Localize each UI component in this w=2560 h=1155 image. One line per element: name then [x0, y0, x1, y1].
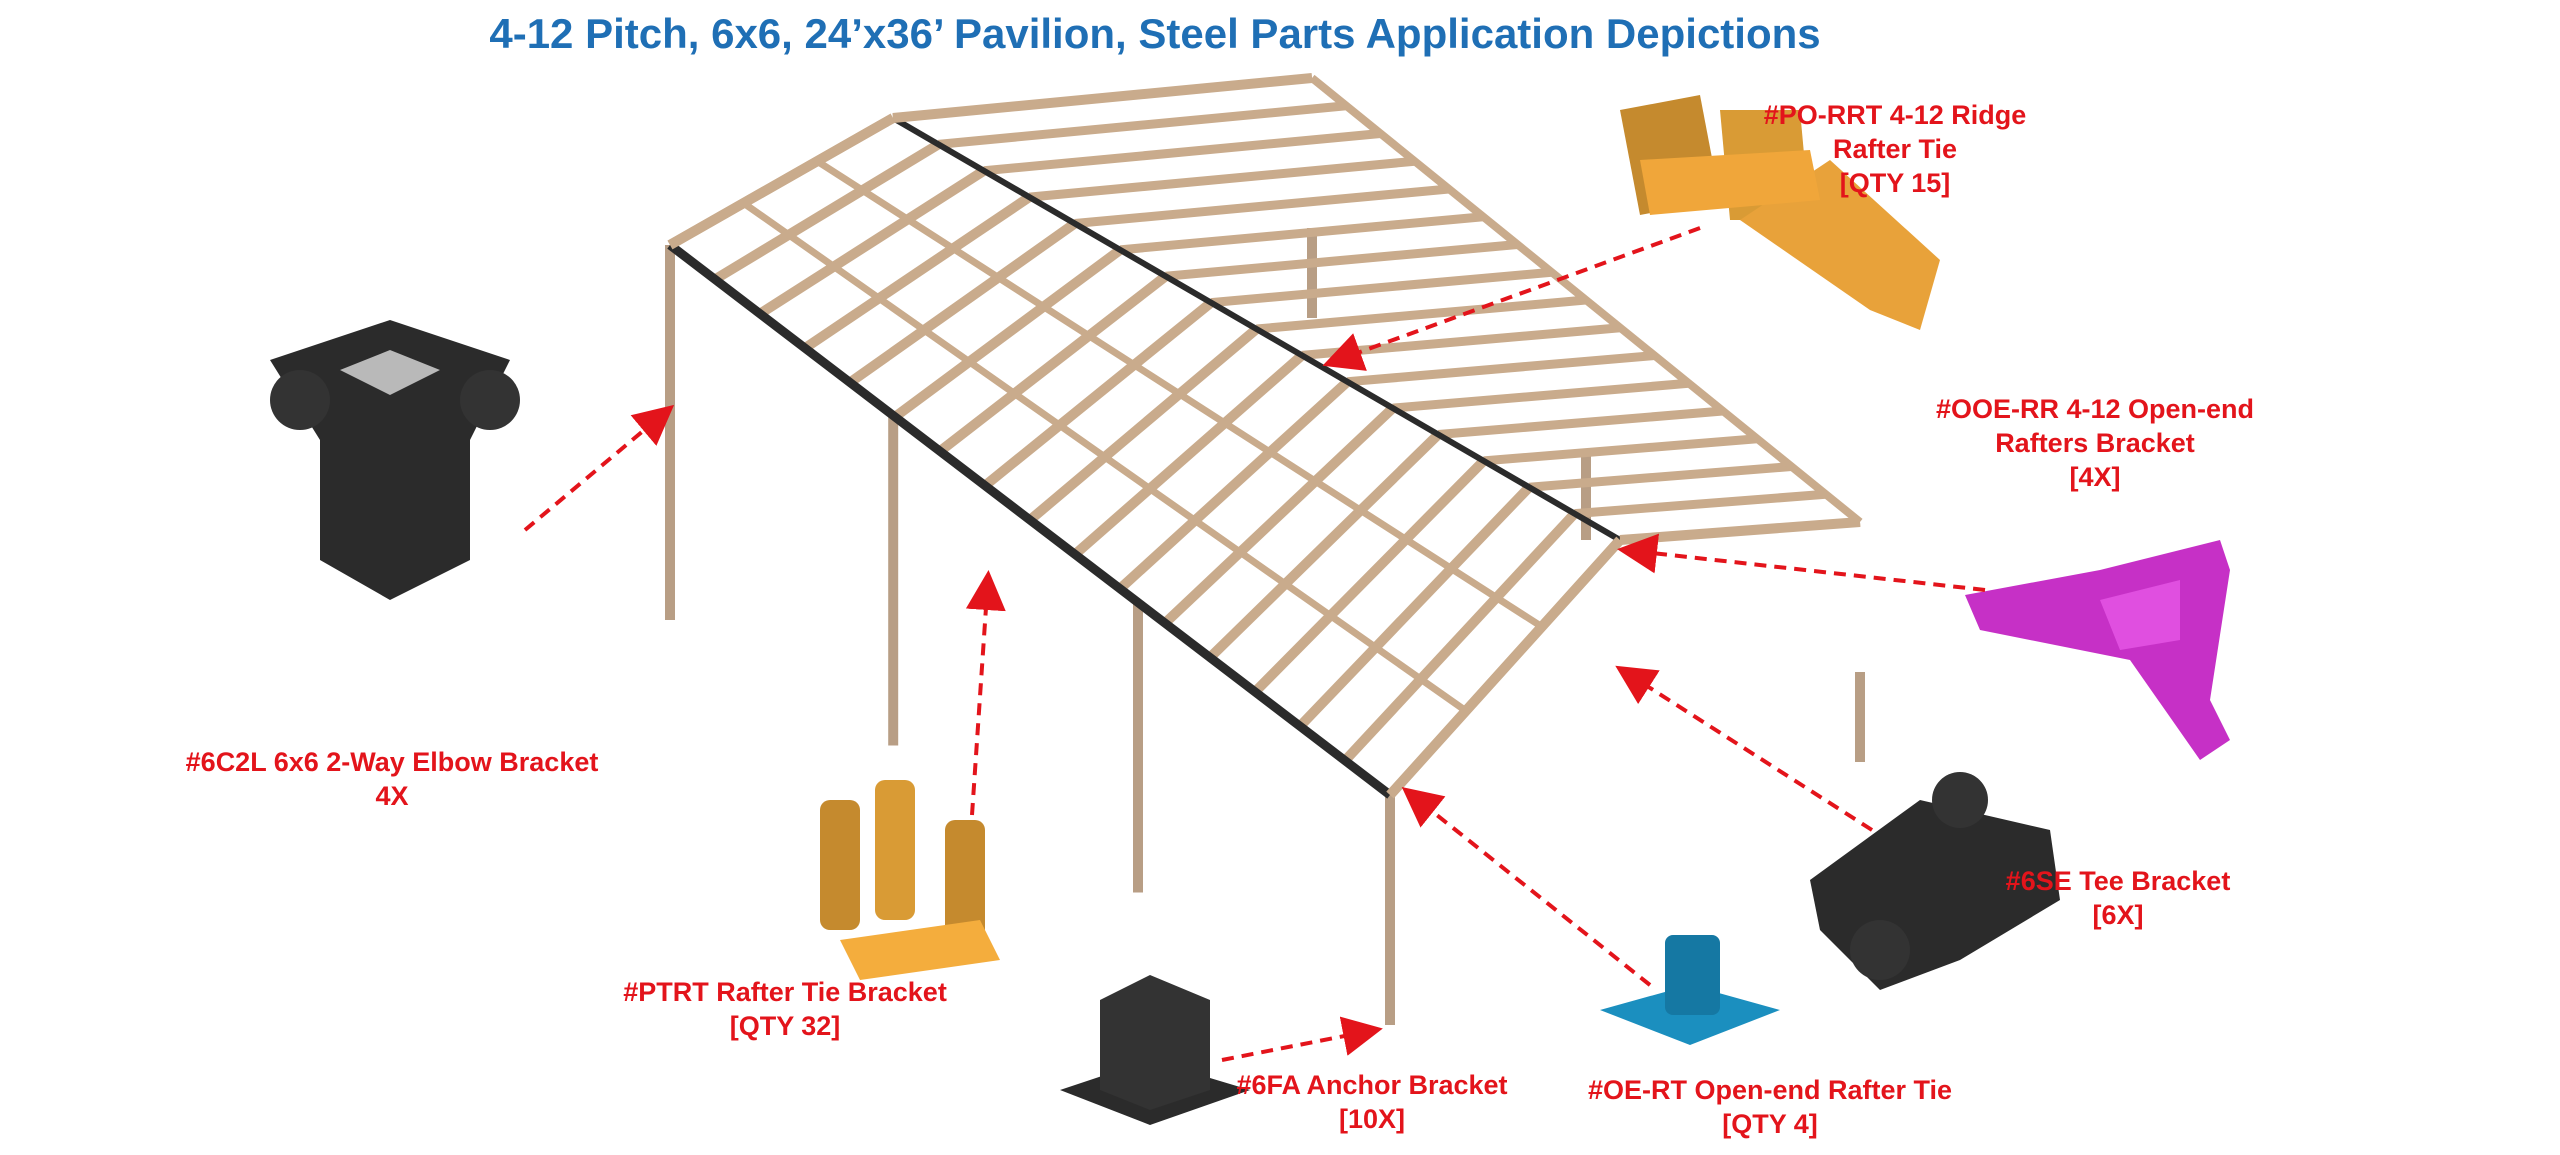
rafter-tie-bracket-image	[820, 780, 1000, 980]
rafter	[936, 272, 1169, 456]
ridge-beam	[891, 115, 1622, 543]
pavilion-frame	[665, 73, 1865, 1025]
rafter	[1074, 184, 1450, 228]
rafter	[1392, 378, 1690, 413]
rafter	[1528, 462, 1792, 492]
part-name-cont: Rafters Bracket	[1995, 428, 2195, 458]
part-qty: [6X]	[2092, 900, 2144, 930]
part-name: #OE-RT Open-end Rafter Tie	[1587, 1075, 1953, 1105]
callout-arrows	[523, 226, 1986, 1062]
part-qty: [QTY 15]	[1839, 168, 1951, 198]
label-rafter-tie: #PTRT Rafter Tie Bracket [QTY 32]	[623, 975, 947, 1043]
rafter	[981, 298, 1215, 490]
anchor-bracket-image	[1060, 975, 1250, 1125]
rafter	[1116, 378, 1351, 593]
part-name-cont: Rafter Tie	[1832, 134, 1958, 164]
elbow-bracket-image	[270, 320, 520, 600]
label-tee: #6SE Tee Bracket [6X]	[2006, 864, 2231, 932]
part-name: #6FA Anchor Bracket	[1236, 1070, 1508, 1100]
rafter	[757, 166, 987, 318]
label-anchor: #6FA Anchor Bracket [10X]	[1236, 1068, 1507, 1136]
purlin	[741, 200, 1468, 714]
rafter	[1574, 489, 1827, 519]
arrow-anchor	[1221, 1016, 1383, 1062]
rafter	[938, 101, 1347, 149]
part-qty: 4X	[375, 781, 409, 811]
part-qty: [QTY 32]	[729, 1011, 841, 1041]
rafter	[1165, 240, 1518, 281]
rafter	[802, 192, 1033, 353]
part-name: #OOE-RR 4-12 Open-end	[1935, 394, 2255, 424]
rafter	[1301, 323, 1621, 360]
rafter	[1437, 406, 1724, 439]
rafter	[1119, 212, 1484, 255]
rafter	[1251, 457, 1488, 696]
label-open-end-tie: #OE-RT Open-end Rafter Tie [QTY 4]	[1588, 1073, 1952, 1141]
rafter	[1028, 156, 1416, 202]
arrow-ridge-tie	[1322, 226, 1701, 371]
rafter	[1296, 483, 1533, 730]
part-qty: [4X]	[2069, 462, 2121, 492]
label-elbow: #6C2L 6x6 2-Way Elbow Bracket 4X	[186, 745, 599, 813]
open-end-rafters-bracket-image	[1965, 540, 2230, 760]
part-name: #PTRT Rafter Tie Bracket	[623, 977, 947, 1007]
label-ridge-tie: #PO-RRT 4-12 Ridge Rafter Tie [QTY 15]	[1764, 98, 2027, 200]
ridge-rafter-tie-image	[1620, 95, 1940, 330]
gable-rafter	[892, 73, 1313, 123]
arrow-open-end-tie	[1401, 787, 1652, 987]
rafter	[1071, 351, 1306, 559]
rafter	[847, 219, 1078, 387]
front-eave-beam	[667, 241, 1393, 799]
rafter	[1341, 510, 1579, 765]
part-qty: [QTY 4]	[1722, 1109, 1818, 1139]
gable-rafter	[667, 113, 896, 250]
tee-bracket-image	[1810, 772, 2060, 990]
rafter	[1161, 404, 1397, 627]
arrow-rafter-tie	[965, 570, 1006, 816]
rafter	[1206, 430, 1442, 662]
part-qty: [10X]	[1338, 1104, 1406, 1134]
arrow-elbow	[523, 404, 675, 532]
rafter	[1026, 325, 1260, 524]
rafter	[1346, 351, 1655, 387]
gable-rafter	[1619, 517, 1861, 545]
gable-rafter	[1386, 536, 1624, 799]
rafter	[712, 140, 942, 284]
rafter	[1483, 434, 1758, 466]
rear-eave-beam	[1309, 74, 1863, 526]
purlin	[815, 158, 1544, 630]
arrow-open-end-rafters	[1617, 533, 1986, 592]
part-name: #6C2L 6x6 2-Way Elbow Bracket	[185, 747, 599, 777]
label-open-end-rafters: #OOE-RR 4-12 Open-end Rafters Bracket [4…	[1936, 392, 2254, 494]
rafter	[1256, 295, 1587, 334]
page-title: 4-12 Pitch, 6x6, 24’x36’ Pavilion, Steel…	[489, 10, 1821, 57]
rafter	[892, 245, 1124, 421]
rafter	[1210, 267, 1553, 308]
arrow-tee	[1615, 665, 1874, 832]
open-end-rafter-tie-image	[1600, 935, 1780, 1045]
part-name: #PO-RRT 4-12 Ridge	[1763, 100, 2027, 130]
part-name: #6SE Tee Bracket	[2005, 866, 2231, 896]
rafter	[983, 129, 1381, 176]
